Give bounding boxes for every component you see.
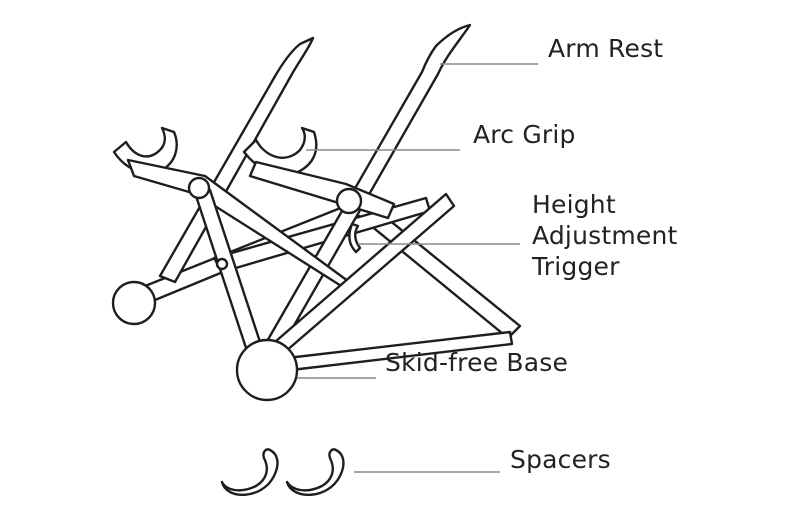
label-arm-rest-text: Arm Rest [548, 34, 664, 63]
label-height-line-1: Height [532, 190, 616, 219]
foot-left [111, 280, 157, 326]
height-adjustment-trigger [348, 222, 362, 254]
label-spacers-text: Spacers [510, 445, 611, 474]
pivot-left [187, 176, 211, 200]
label-arc-grip-text: Arc Grip [473, 120, 576, 149]
label-height-line-2: Adjustment [532, 221, 678, 250]
label-arc-grip: Arc Grip [473, 119, 576, 150]
pivot-right [335, 187, 363, 215]
label-arm-rest: Arm Rest [548, 33, 663, 64]
label-height-line-3: Trigger [532, 252, 620, 281]
skid-free-base-foot [235, 338, 299, 402]
spacer-left [220, 448, 279, 496]
label-spacers: Spacers [510, 444, 611, 475]
label-skid-free-base: Skid-free Base [385, 347, 568, 378]
label-skid-free-base-text: Skid-free Base [385, 348, 569, 377]
pivot-middle [215, 257, 229, 271]
label-height-adjustment-trigger: Height Adjustment Trigger [532, 189, 678, 282]
arm-rest-left [158, 36, 315, 284]
spacer-right [285, 448, 345, 496]
